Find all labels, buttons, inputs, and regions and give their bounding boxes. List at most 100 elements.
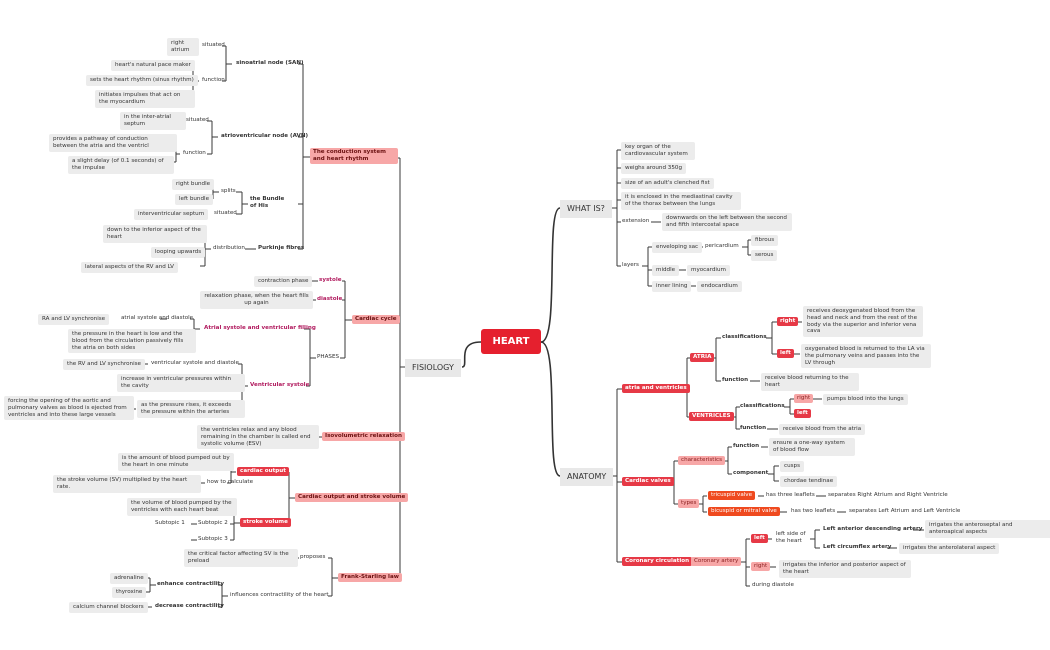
- label-phases[interactable]: PHASES: [317, 354, 340, 360]
- ventricles-classifications[interactable]: classifications: [740, 403, 785, 409]
- whatis-weight[interactable]: weighs around 350g: [621, 163, 687, 174]
- myocardium[interactable]: myocardium: [687, 265, 730, 276]
- atrial-filling-desc[interactable]: the pressure in the heart is low and the…: [68, 329, 196, 354]
- atria-right[interactable]: right: [777, 317, 799, 326]
- ra-lv-synchronise[interactable]: RA and LV synchronise: [38, 314, 110, 325]
- calcium-channel-blockers[interactable]: calcium channel blockers: [69, 602, 148, 613]
- avn-function-2[interactable]: a slight delay (of 0.1 seconds) of the i…: [68, 156, 174, 174]
- label-situated[interactable]: situated: [214, 210, 237, 216]
- layer-enveloping-sac[interactable]: enveloping sac: [652, 242, 703, 253]
- stroke-volume-desc[interactable]: the volume of blood pumped by the ventri…: [127, 498, 237, 516]
- label-function[interactable]: function: [202, 77, 225, 83]
- coronary-artery[interactable]: Coronary artery: [691, 557, 742, 566]
- purkinje-dist-2[interactable]: looping upwards: [151, 247, 206, 258]
- topic-conduction-system[interactable]: The conduction system and heart rhythm: [310, 148, 398, 164]
- label-layers[interactable]: layers: [622, 262, 639, 268]
- lcx-desc[interactable]: irrigates the anterolateral aspect: [899, 543, 1000, 554]
- tricuspid-valve[interactable]: tricuspid valve: [708, 491, 756, 500]
- cardiac-output-desc[interactable]: is the amount of blood pumped out by the…: [118, 453, 234, 471]
- cardiac-output[interactable]: cardiac output: [237, 467, 289, 476]
- atrial-systole-diastole[interactable]: atrial systole and diastole: [121, 315, 194, 321]
- atria-left-desc[interactable]: oxygenated blood is returned to the LA v…: [801, 344, 931, 369]
- bicuspid-separates[interactable]: separates Left Atrium and Left Ventricle: [849, 508, 961, 514]
- label-how-to-calculate[interactable]: how to calculate: [207, 479, 254, 485]
- branch-what-is[interactable]: WHAT IS?: [560, 200, 612, 218]
- topic-isovolumetric-relaxation[interactable]: Isovolumetric relaxation: [322, 432, 405, 441]
- whatis-location[interactable]: it is enclosed in the mediastinal cavity…: [621, 192, 741, 210]
- topic-san[interactable]: sinoatrial node (SAN): [236, 60, 304, 66]
- pericardium-serous[interactable]: serous: [751, 250, 778, 261]
- subtopic-3[interactable]: Subtopic 3: [198, 536, 228, 542]
- label-splits[interactable]: splits: [221, 188, 236, 194]
- coronary-during-diastole[interactable]: during diastole: [752, 582, 794, 588]
- coronary-right-desc[interactable]: irrigates the inferior and posterior asp…: [779, 560, 911, 578]
- phase-atrial-systole[interactable]: Atrial systole and ventricular filling: [204, 325, 316, 331]
- valves-types[interactable]: types: [678, 499, 700, 508]
- coronary-left[interactable]: left: [751, 534, 768, 543]
- valves-function[interactable]: function: [733, 443, 760, 449]
- bicuspid-desc[interactable]: has two leaflets: [791, 508, 836, 514]
- phase-ventricular-systole[interactable]: Ventricular systole: [250, 382, 310, 388]
- topic-atria[interactable]: ATRIA: [690, 353, 715, 362]
- valves-opening-desc[interactable]: forcing the opening of the aortic and pu…: [4, 396, 134, 421]
- san-function-1[interactable]: heart's natural pace maker: [111, 60, 195, 71]
- label-distribution[interactable]: distribution: [213, 245, 245, 251]
- pericardium[interactable]: pericardium: [705, 243, 739, 249]
- topic-atria-ventricles[interactable]: atria and ventricles: [622, 384, 690, 393]
- layer-inner-lining[interactable]: inner lining: [652, 281, 692, 292]
- atria-left[interactable]: left: [777, 349, 794, 358]
- whatis-key-organ[interactable]: key organ of the cardiovascular system: [621, 142, 695, 160]
- branch-fisiology[interactable]: FISIOLOGY: [405, 359, 461, 377]
- coronary-left-side[interactable]: left side of the heart: [776, 531, 806, 544]
- bicuspid-valve[interactable]: bicuspid or mitral valve: [708, 507, 780, 516]
- tricuspid-separates[interactable]: separates Right Atrium and Right Ventric…: [828, 492, 948, 498]
- ventricles-function[interactable]: function: [740, 425, 767, 431]
- coronary-right[interactable]: right: [751, 562, 771, 571]
- avn-function-1[interactable]: provides a pathway of conduction between…: [49, 134, 177, 152]
- isovolumetric-desc[interactable]: the ventricles relax and any blood remai…: [197, 425, 319, 450]
- phase-systole[interactable]: systole: [319, 277, 342, 283]
- ventricles-function-desc[interactable]: receive blood from the atria: [779, 424, 866, 435]
- his-right-bundle[interactable]: right bundle: [172, 179, 215, 190]
- topic-frank-starling[interactable]: Frank-Starling law: [338, 573, 402, 582]
- branch-anatomy[interactable]: ANATOMY: [560, 468, 614, 486]
- endocardium[interactable]: endocardium: [697, 281, 742, 292]
- topic-ventricles[interactable]: VENTRICLES: [689, 412, 734, 421]
- topic-cardiac-output[interactable]: Cardiac output and stroke volume: [295, 493, 409, 502]
- ventricles-left[interactable]: left: [794, 409, 811, 418]
- central-topic[interactable]: HEART: [481, 329, 541, 354]
- pericardium-fibrous[interactable]: fibrous: [751, 235, 779, 246]
- topic-avn[interactable]: atrioventricular node (AVN): [221, 133, 309, 139]
- valves-component[interactable]: component: [733, 470, 769, 476]
- phase-diastole[interactable]: diastole: [317, 296, 343, 302]
- label-influences[interactable]: influences contractility of the heart: [230, 592, 329, 598]
- purkinje-dist-3[interactable]: lateral aspects of the RV and LV: [81, 262, 178, 273]
- atria-function[interactable]: function: [722, 377, 749, 383]
- thyroxine[interactable]: thyroxine: [112, 587, 147, 598]
- proposes-value[interactable]: the critical factor affecting SV is the …: [184, 549, 298, 567]
- topic-bundle-of-his[interactable]: the Bundle of His: [250, 196, 285, 209]
- label-proposes[interactable]: proposes: [300, 554, 326, 560]
- his-left-bundle[interactable]: left bundle: [175, 194, 214, 205]
- avn-situated-value[interactable]: in the inter-atrial septum: [120, 112, 186, 130]
- ventricular-systole-diastole[interactable]: ventricular systole and diastole: [151, 360, 239, 366]
- rv-lv-synchronise[interactable]: the RV and LV synchronise: [63, 359, 145, 370]
- his-situated-value[interactable]: interventricular septum: [134, 209, 209, 220]
- label-situated[interactable]: situated: [202, 42, 225, 48]
- topic-coronary-circulation[interactable]: Coronary circulation: [622, 557, 693, 566]
- subtopic-1[interactable]: Subtopic 1: [155, 520, 185, 526]
- atria-classifications[interactable]: classifications: [722, 334, 767, 340]
- whatis-size[interactable]: size of an adult's clenched fist: [621, 178, 714, 189]
- san-function-3[interactable]: initiates impulses that act on the myoca…: [95, 90, 195, 108]
- purkinje-dist-1[interactable]: down to the inferior aspect of the heart: [103, 225, 207, 243]
- tricuspid-desc[interactable]: has three leaflets: [766, 492, 815, 498]
- cardiac-output-calculation[interactable]: the stroke volume (SV) multiplied by the…: [53, 475, 201, 493]
- subtopic-2[interactable]: Subtopic 2: [198, 520, 228, 526]
- topic-purkinje[interactable]: Purkinje fibres: [258, 245, 305, 251]
- valves-function-desc[interactable]: ensure a one-way system of blood flow: [769, 438, 855, 456]
- enhance-contractility[interactable]: enhance contractility: [157, 581, 224, 587]
- ventricles-right-desc[interactable]: pumps blood into the lungs: [823, 394, 908, 405]
- ventricles-right[interactable]: right: [794, 394, 814, 403]
- atria-function-desc[interactable]: receive blood returning to the heart: [761, 373, 859, 391]
- san-right-atrium[interactable]: right atrium: [167, 38, 199, 56]
